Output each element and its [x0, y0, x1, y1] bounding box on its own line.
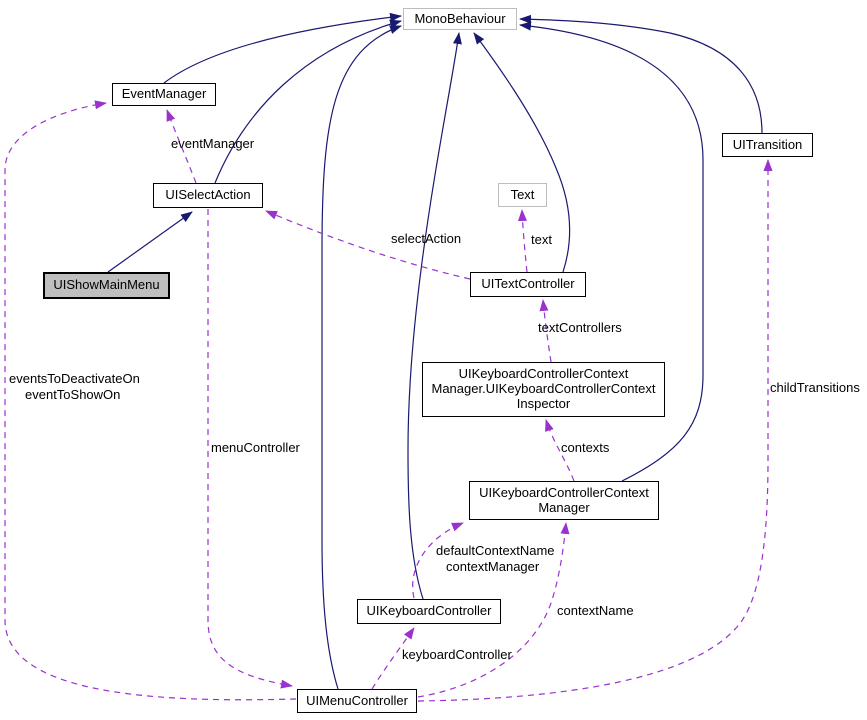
edge-inheritance-uitextcontroller-monobehaviour	[473, 32, 571, 273]
edge-label-keyboardcontroller: keyboardController	[402, 647, 512, 662]
class-node-uikeyboardcontrollercontextmanager-inspector[interactable]: UIKeyboardControllerContext Manager.UIKe…	[422, 362, 665, 417]
edge-usage-contexts	[545, 419, 575, 482]
class-label: UIKeyboardController	[366, 603, 492, 619]
edge-label-eventstodeactivateon: eventsToDeactivateOn	[9, 371, 140, 386]
edge-label-contextname: contextName	[557, 603, 634, 618]
class-node-uikeyboardcontroller[interactable]: UIKeyboardController	[357, 599, 501, 624]
class-label: Text	[510, 186, 535, 202]
class-label: UIKeyboardControllerContext Manager.UIKe…	[431, 366, 656, 411]
edge-inheritance-uimenucontroller-monobehaviour	[321, 25, 402, 690]
edge-usage-eventstodeactivateon-eventtoshowon	[4, 100, 297, 701]
class-label: UIMenuController	[306, 692, 408, 708]
edge-label-text: text	[531, 232, 552, 247]
class-node-monobehaviour: MonoBehaviour	[403, 8, 517, 30]
class-label: UITextController	[481, 276, 575, 292]
edge-label-defaultcontextname: defaultContextName	[436, 543, 555, 558]
class-node-uishowmainmenu: UIShowMainMenu	[43, 272, 170, 299]
class-label: UIShowMainMenu	[53, 277, 160, 293]
class-node-uitransition[interactable]: UITransition	[722, 133, 813, 157]
class-node-eventmanager[interactable]: EventManager	[112, 83, 216, 106]
edge-usage-contextname	[417, 522, 570, 698]
edge-usage-keyboardcontroller	[371, 627, 415, 690]
edge-usage-text	[518, 209, 528, 273]
edge-inheritance-manager-monobehaviour	[519, 21, 704, 482]
class-node-uitextcontroller[interactable]: UITextController	[470, 272, 586, 297]
edge-usage-childtransitions	[417, 159, 773, 702]
edge-usage-selectaction	[265, 210, 471, 280]
edge-inheritance-uikeyboardcontroller-monobehaviour	[407, 32, 462, 600]
class-label: UIKeyboardControllerContext Manager	[479, 484, 649, 515]
class-node-uimenucontroller[interactable]: UIMenuController	[297, 689, 417, 713]
edge-label-menucontroller: menuController	[211, 440, 300, 455]
edge-usage-textcontrollers	[539, 299, 552, 363]
edge-inheritance-uitransition-monobehaviour	[519, 14, 763, 134]
class-node-uiselectaction[interactable]: UISelectAction	[153, 183, 263, 208]
class-node-uikeyboardcontrollercontextmanager[interactable]: UIKeyboardControllerContext Manager	[469, 481, 659, 520]
edge-usage-defaultcontextname-contextmanager	[412, 522, 464, 599]
edge-label-textcontrollers: textControllers	[538, 320, 622, 335]
edge-label-contextmanager: contextManager	[446, 559, 540, 574]
class-label: UISelectAction	[165, 187, 251, 203]
edge-label-eventtoshowon: eventToShowOn	[25, 387, 121, 402]
edge-label-eventmanager: eventManager	[171, 136, 255, 151]
edge-usage-eventmanager	[166, 109, 197, 184]
edge-inheritance-eventmanager-monobehaviour	[163, 12, 402, 84]
edge-label-selectaction: selectAction	[391, 231, 462, 246]
edge-inheritance-uishowmainmenu-uiselectaction	[107, 211, 193, 273]
edge-inheritance-uiselectaction-monobehaviour	[214, 19, 402, 184]
edge-label-childtransitions: childTransitions	[770, 380, 860, 395]
edge-usage-menucontroller	[207, 209, 293, 689]
class-node-text: Text	[498, 183, 547, 207]
class-label: UITransition	[732, 136, 803, 152]
edge-label-contexts: contexts	[561, 440, 610, 455]
class-label: MonoBehaviour	[414, 10, 506, 26]
class-label: EventManager	[121, 86, 207, 102]
